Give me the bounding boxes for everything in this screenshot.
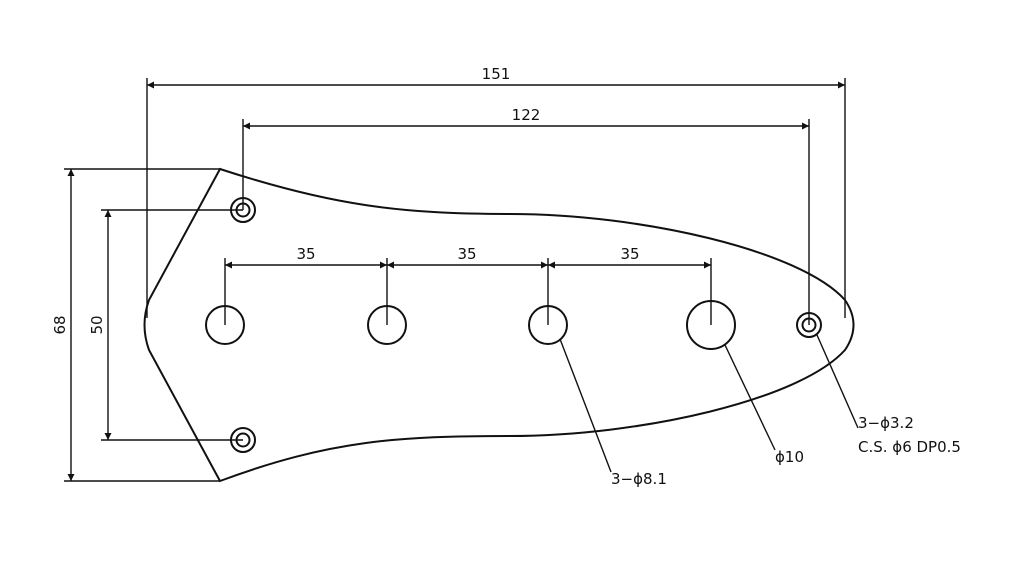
dimension-screw-height: 50	[88, 209, 243, 441]
plate-outline	[143, 167, 855, 483]
callout-switch-hole-label: ϕ10	[775, 448, 804, 466]
callout-screw-holes: 3−ϕ3.2 C.S. ϕ6 DP0.5	[816, 334, 961, 456]
callout-pot-holes-label: 3−ϕ8.1	[611, 470, 667, 488]
dimension-label-151: 151	[482, 65, 511, 83]
dimension-label-122: 122	[512, 106, 541, 124]
dimension-label-35-c: 35	[620, 245, 639, 263]
callout-screw-holes-line1: 3−ϕ3.2	[858, 414, 914, 432]
dimension-overall-height: 68	[51, 168, 220, 482]
dimension-label-35-b: 35	[457, 245, 476, 263]
dimension-overall-length: 151	[146, 65, 846, 318]
callout-screw-holes-line2: C.S. ϕ6 DP0.5	[858, 438, 961, 456]
callout-pot-holes: 3−ϕ8.1	[559, 338, 667, 488]
dimension-hole-spacing: 35 35 35	[224, 245, 712, 325]
callout-switch-hole: ϕ10	[724, 344, 804, 466]
dimension-label-68: 68	[51, 315, 69, 334]
dimension-label-50: 50	[88, 315, 106, 334]
dimension-label-35-a: 35	[296, 245, 315, 263]
dimension-screw-span: 122	[242, 106, 810, 325]
